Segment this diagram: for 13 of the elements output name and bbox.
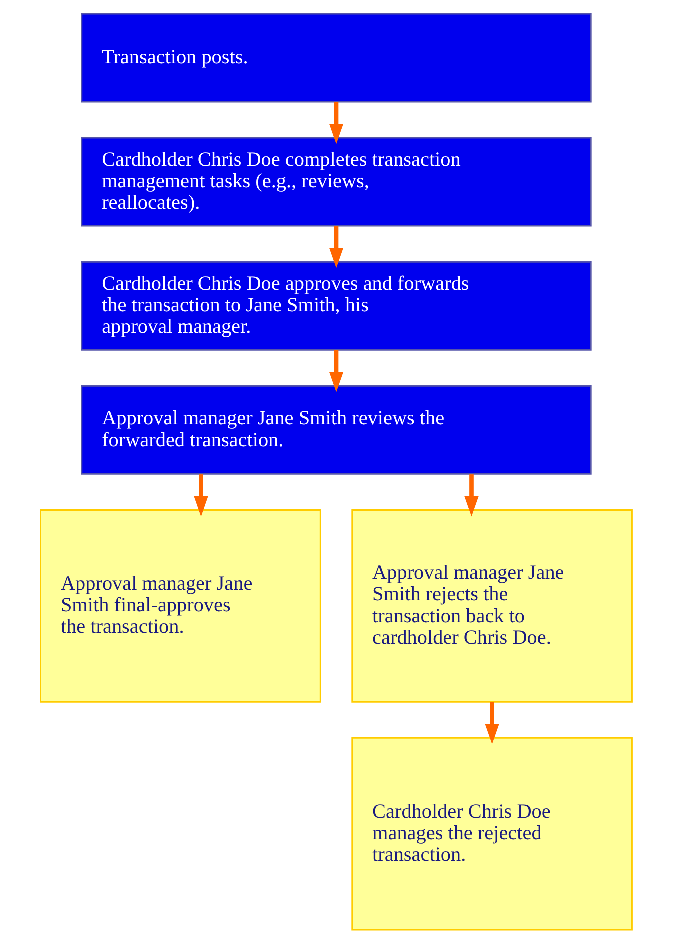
arrow [464,474,479,517]
arrow [194,474,208,517]
arrow [329,102,344,144]
node-box: Transaction posts. [81,13,592,103]
node-box: Approval manager Jane Smith reviews the forwarded transaction. [81,385,592,475]
node-box: Cardholder Chris Doe completes transaction management tasks (e.g., reviews, reallocates). [81,137,592,227]
arrow [329,226,344,268]
node-box: Cardholder Chris Doe manages the rejected transaction. [352,737,633,931]
arrow [329,350,344,392]
arrow [485,702,500,744]
node-box: Approval manager Jane Smith final-approves the transaction. [40,510,322,703]
node-box: Cardholder Chris Doe approves and forwards the transaction to Jane Smith, his approval manager. [81,261,592,351]
node-box: Approval manager Jane Smith rejects the transaction back to cardholder Chris Doe. [352,510,633,703]
